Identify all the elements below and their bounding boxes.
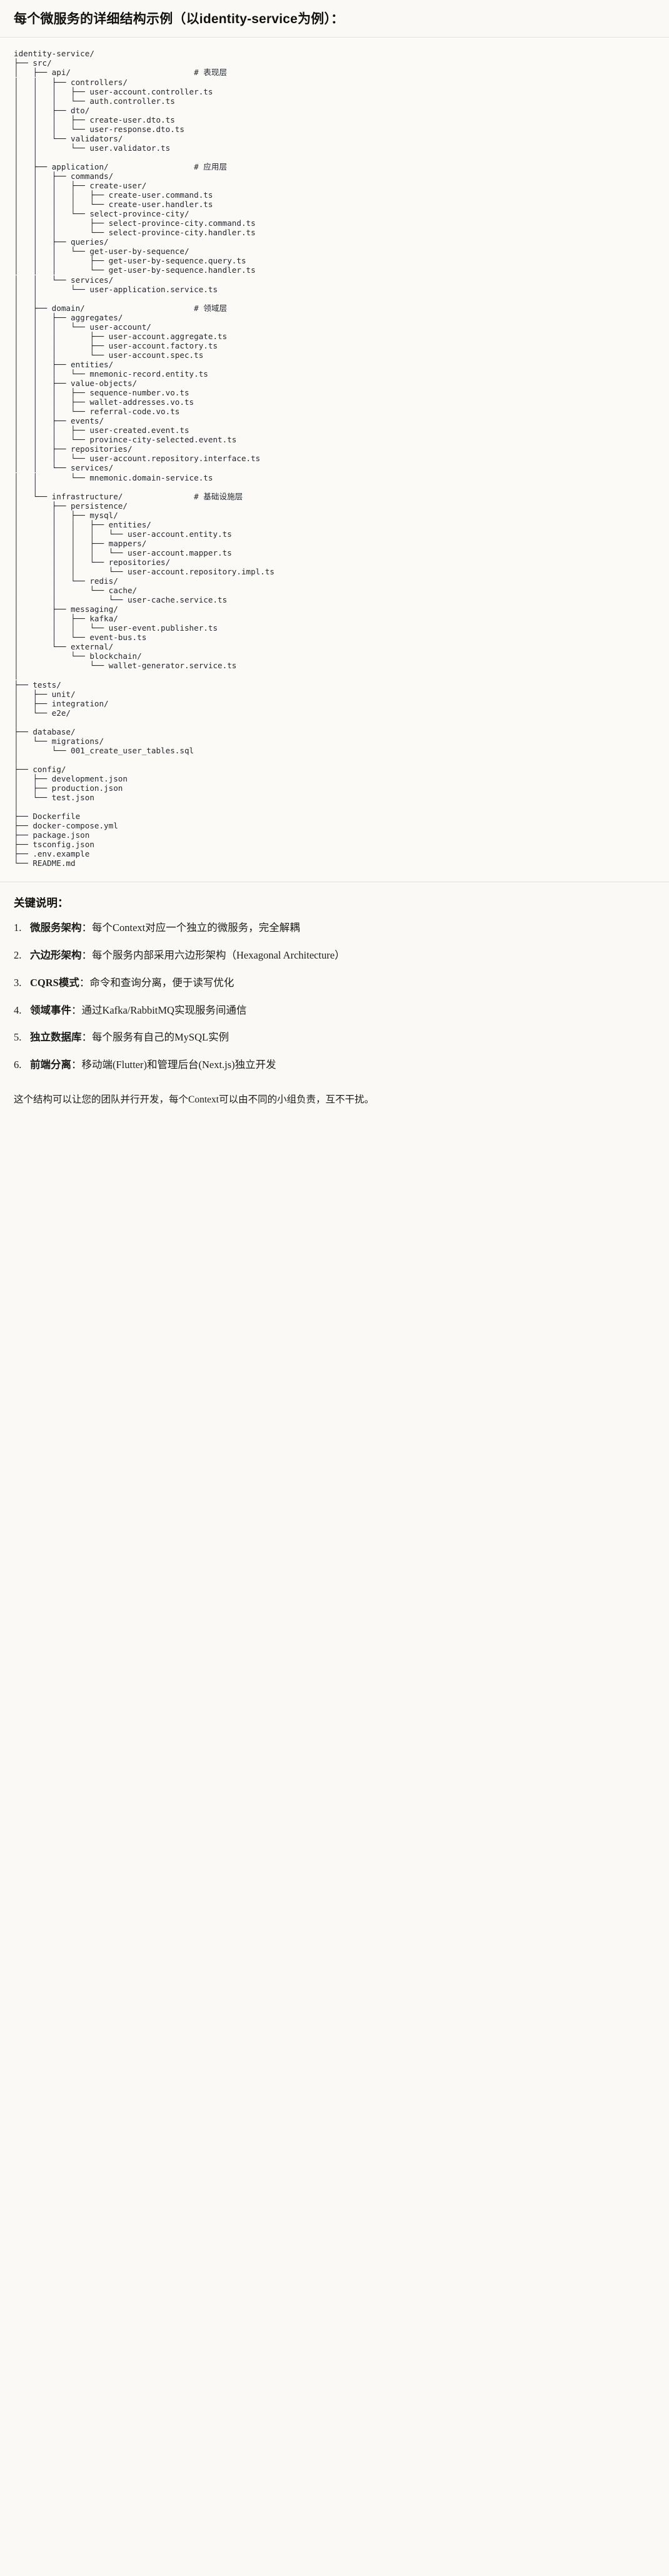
key-point-separator: ：	[79, 976, 90, 989]
key-point-description: 每个服务内部采用六边形架构（Hexagonal Architecture）	[92, 949, 345, 962]
key-point-description: 每个服务有自己的MySQL实例	[92, 1031, 229, 1044]
key-point-term: 领域事件	[30, 1004, 71, 1016]
key-point-item: 前端分离：移动端(Flutter)和管理后台(Next.js)独立开发	[14, 1057, 655, 1073]
key-point-item: 独立数据库：每个服务有自己的MySQL实例	[14, 1030, 655, 1046]
key-point-description: 通过Kafka/RabbitMQ实现服务间通信	[81, 1004, 247, 1016]
key-points-title: 关键说明：	[14, 897, 69, 910]
key-point-separator: ：	[71, 1004, 82, 1016]
key-point-separator: ：	[81, 949, 93, 962]
document-page: 每个微服务的详细结构示例（以identity-service为例）： ident…	[0, 0, 669, 1123]
key-point-description: 每个Context对应一个独立的微服务，完全解耦	[92, 922, 300, 934]
key-point-term: 六边形架构	[30, 949, 82, 962]
directory-tree-block: identity-service/ ├── src/ │ ├── api/ # …	[0, 38, 669, 882]
key-point-separator: ：	[71, 1059, 82, 1071]
key-points-section: 关键说明： 微服务架构：每个Context对应一个独立的微服务，完全解耦六边形架…	[0, 882, 669, 1089]
key-point-term: CQRS模式	[30, 976, 79, 989]
key-point-term: 前端分离	[30, 1059, 71, 1071]
key-point-description: 移动端(Flutter)和管理后台(Next.js)独立开发	[81, 1059, 276, 1071]
key-point-term: 独立数据库	[30, 1031, 82, 1044]
key-points-list: 微服务架构：每个Context对应一个独立的微服务，完全解耦六边形架构：每个服务…	[14, 920, 655, 1073]
directory-tree: identity-service/ ├── src/ │ ├── api/ # …	[14, 49, 275, 868]
closing-paragraph: 这个结构可以让您的团队并行开发，每个Context可以由不同的小组负责，互不干扰…	[14, 1094, 375, 1105]
key-point-term: 微服务架构	[30, 922, 82, 934]
key-point-item: 六边形架构：每个服务内部采用六边形架构（Hexagonal Architectu…	[14, 948, 655, 964]
key-point-item: 微服务架构：每个Context对应一个独立的微服务，完全解耦	[14, 920, 655, 936]
key-point-item: 领域事件：通过Kafka/RabbitMQ实现服务间通信	[14, 1003, 655, 1019]
key-point-separator: ：	[81, 1031, 93, 1044]
key-point-separator: ：	[81, 922, 93, 934]
key-point-item: CQRS模式：命令和查询分离，便于读写优化	[14, 975, 655, 991]
key-point-description: 命令和查询分离，便于读写优化	[89, 976, 234, 989]
title-divider	[0, 37, 669, 38]
page-title: 每个微服务的详细结构示例（以identity-service为例）：	[14, 12, 345, 26]
